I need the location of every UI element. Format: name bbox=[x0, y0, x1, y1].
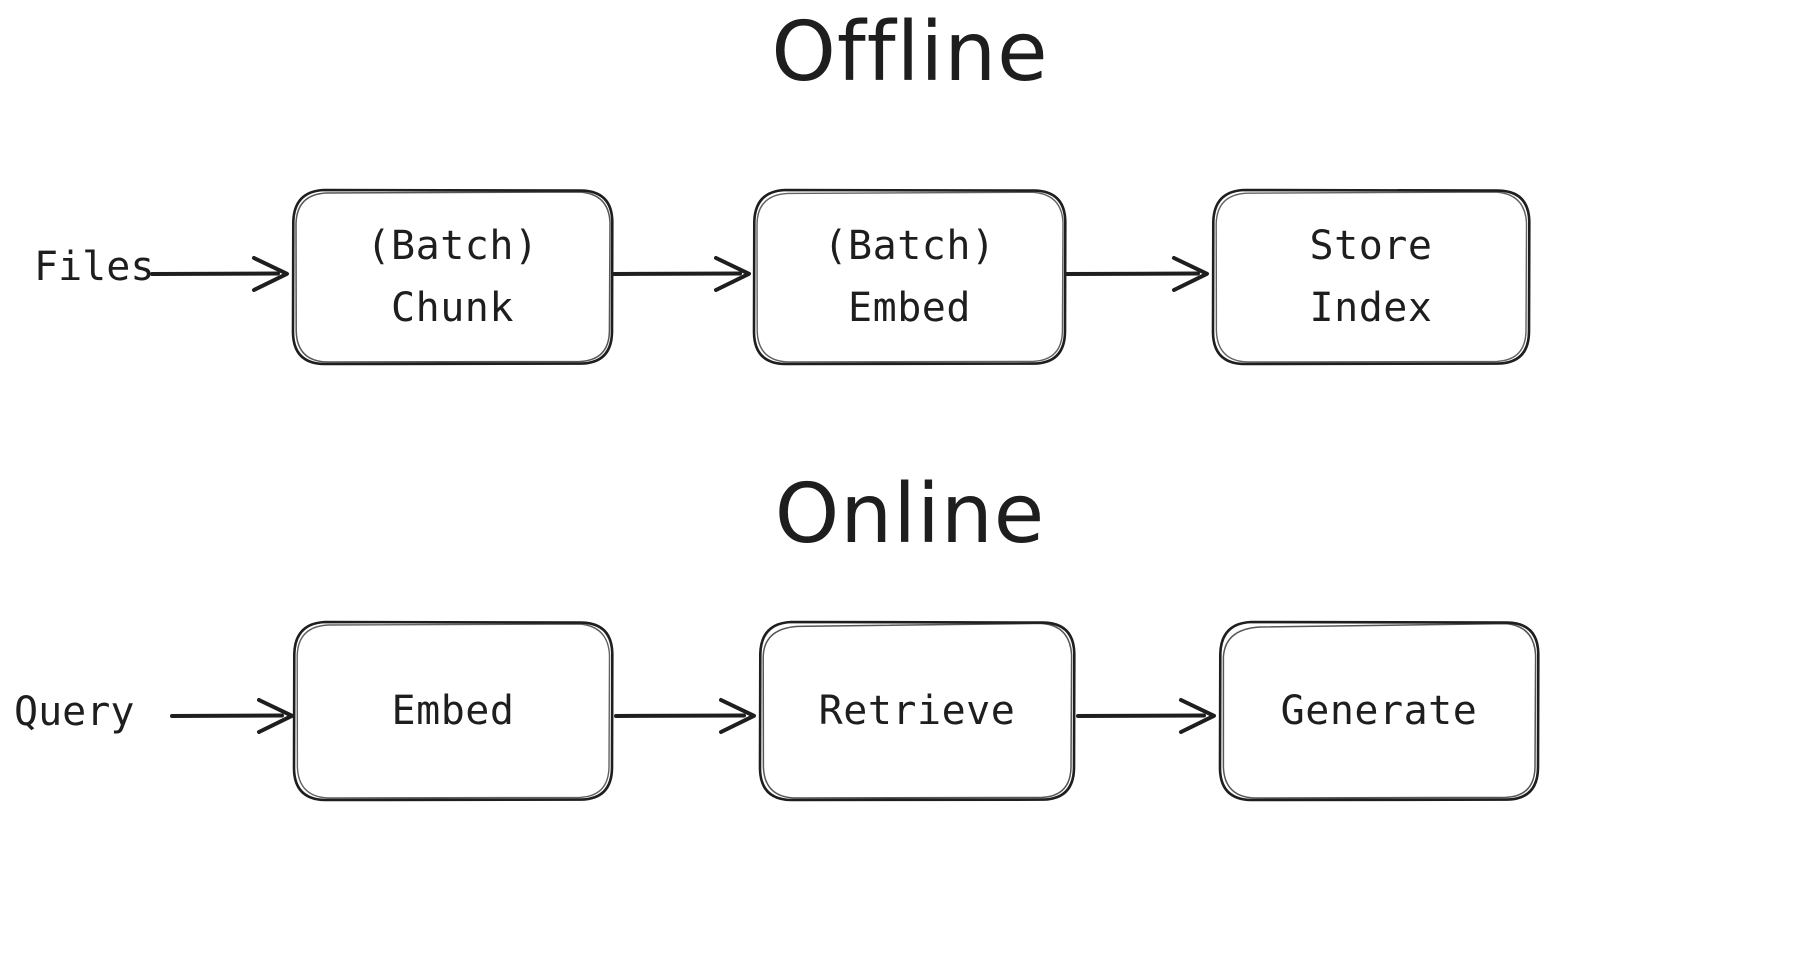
node-batch-chunk[interactable]: (Batch) Chunk bbox=[291, 188, 614, 366]
node-retrieve[interactable]: Retrieve bbox=[758, 620, 1076, 802]
section-title-offline: Offline bbox=[771, 5, 1049, 100]
input-label-query: Query bbox=[14, 689, 135, 735]
node-label: Retrieve bbox=[818, 688, 1016, 734]
node-label: Store Index bbox=[1309, 223, 1433, 331]
node-label: Generate bbox=[1280, 688, 1478, 734]
arrow-retrieve-to-generate bbox=[1076, 690, 1221, 740]
node-label: Embed bbox=[391, 688, 515, 734]
arrow-files-to-batch-chunk bbox=[150, 248, 295, 298]
node-generate[interactable]: Generate bbox=[1218, 620, 1540, 802]
node-batch-embed[interactable]: (Batch) Embed bbox=[752, 188, 1067, 366]
node-label: (Batch) Embed bbox=[823, 223, 996, 331]
arrow-embed-to-retrieve bbox=[614, 690, 762, 740]
arrow-batch-embed-to-store-index bbox=[1065, 248, 1215, 298]
arrow-query-to-embed bbox=[170, 690, 300, 740]
section-title-online: Online bbox=[774, 467, 1046, 562]
node-embed[interactable]: Embed bbox=[292, 620, 614, 802]
arrow-batch-chunk-to-batch-embed bbox=[612, 248, 757, 298]
node-label: (Batch) Chunk bbox=[366, 223, 539, 331]
input-label-files: Files bbox=[34, 244, 155, 290]
node-store-index[interactable]: Store Index bbox=[1211, 188, 1531, 366]
